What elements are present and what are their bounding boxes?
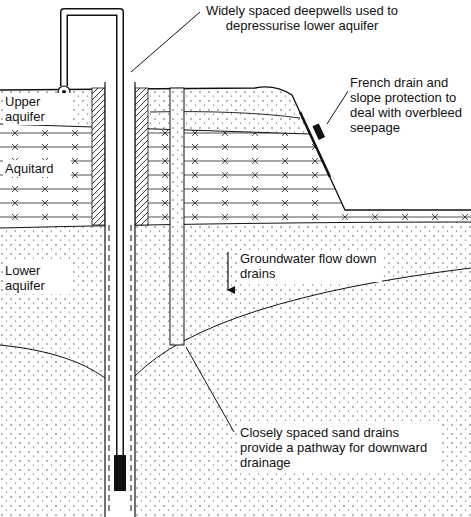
callout-note: Widely spaced deepwells used to depressu… (202, 2, 402, 34)
flow-note: Groundwater flow down drains (238, 250, 382, 282)
layer-label: Aquitard (3, 160, 71, 177)
callout-note: French drain and slope protection to dea… (348, 74, 468, 136)
callout-note: Closely spaced sand drains provide a pat… (238, 424, 442, 471)
layer-label: Upper aquifer (3, 93, 71, 125)
layer-label: Lower aquifer (3, 262, 71, 294)
